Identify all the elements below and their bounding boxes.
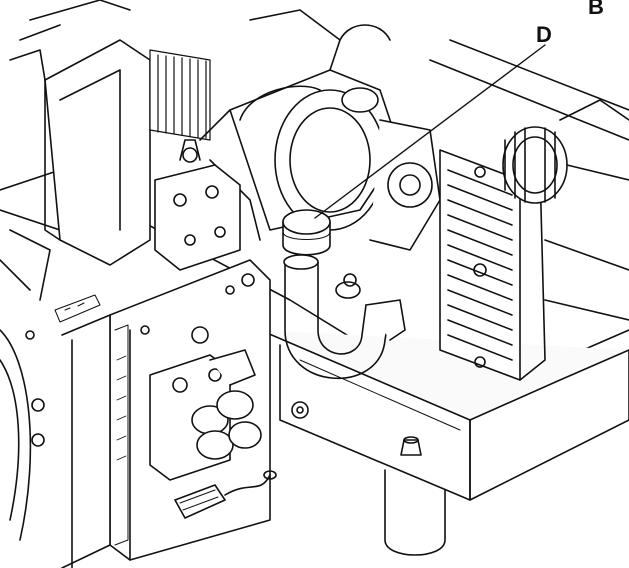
u-pipe xyxy=(283,254,406,380)
terminal-block xyxy=(154,139,241,271)
round-connector xyxy=(502,99,629,204)
label-plate xyxy=(54,294,101,323)
corner-label: B xyxy=(588,0,604,19)
left-fan xyxy=(0,229,51,541)
right-frame xyxy=(429,39,629,321)
side-grille xyxy=(439,149,546,381)
floor-bolts xyxy=(241,273,422,456)
resistor xyxy=(174,470,277,519)
rear-housing xyxy=(9,0,151,266)
part-label-d: D xyxy=(536,22,552,47)
oil-cap xyxy=(282,209,331,256)
motor-assembly xyxy=(199,9,441,251)
rectifier-module xyxy=(149,349,262,481)
base-tray xyxy=(0,169,629,501)
upper-heatsink xyxy=(149,49,211,141)
leader-line xyxy=(314,44,546,219)
lower-cylinder xyxy=(384,469,446,556)
